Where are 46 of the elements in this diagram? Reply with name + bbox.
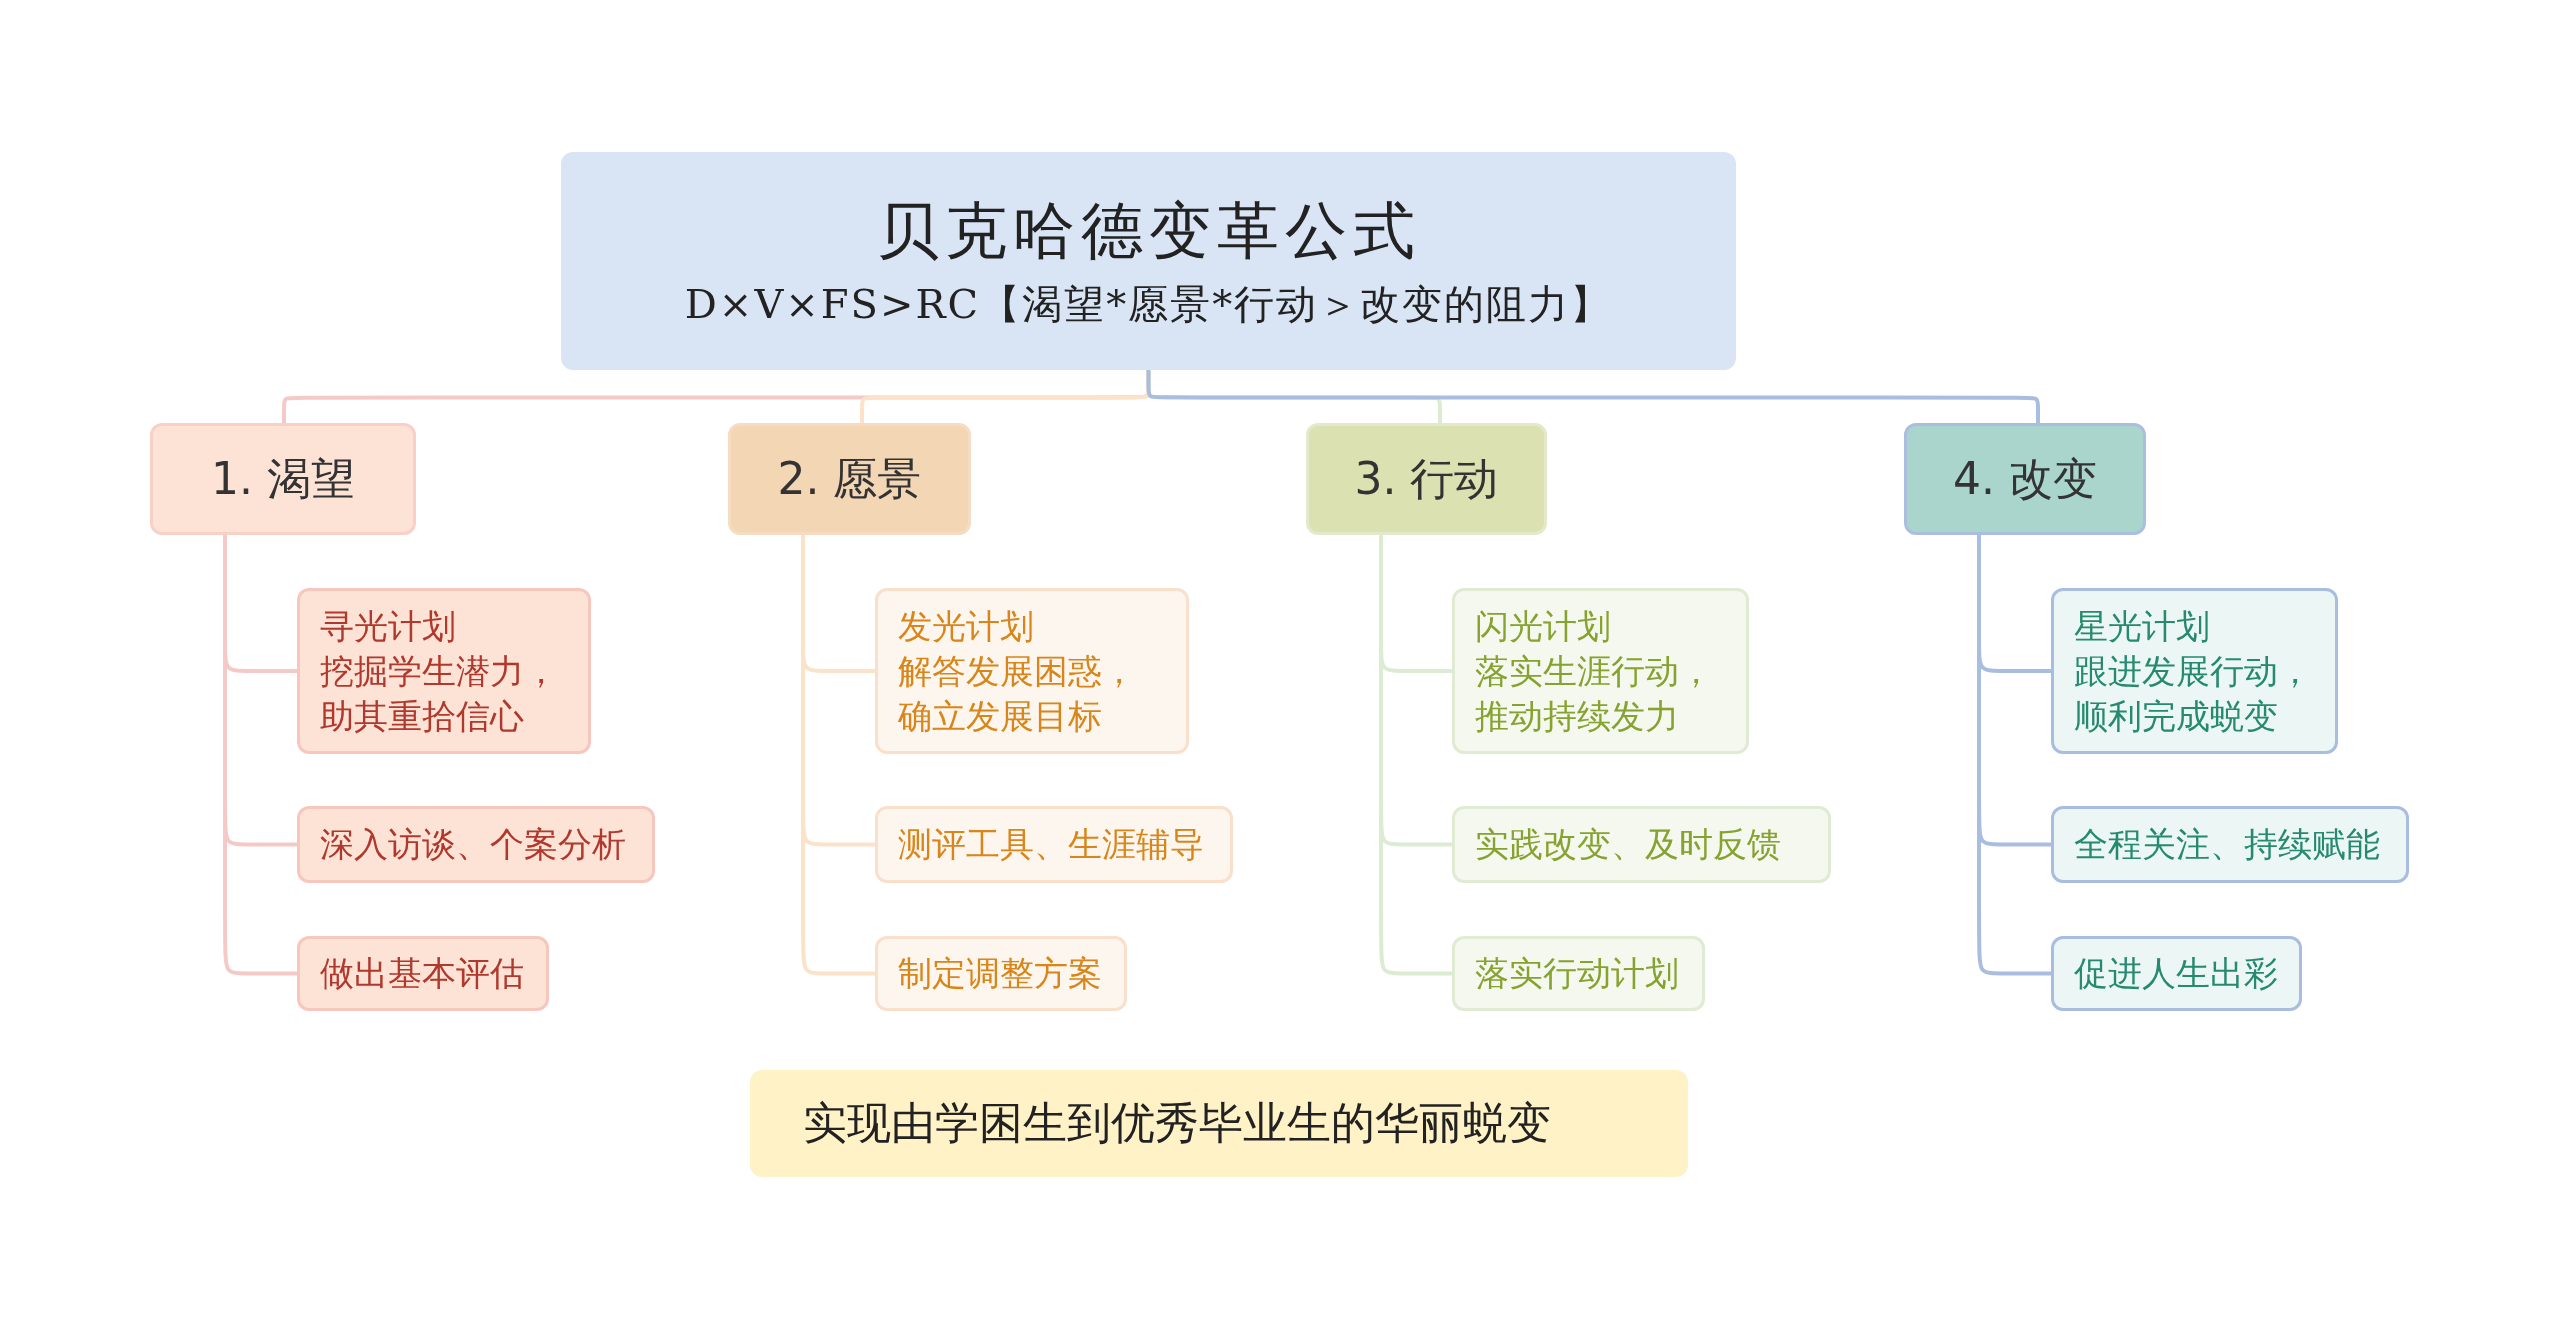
- title-box: [561, 152, 1736, 370]
- topic-text: 落实行动计划: [1475, 952, 1680, 995]
- topic-text: 深入访谈、个案分析: [320, 823, 627, 866]
- topic-box: [2051, 806, 2409, 883]
- topic-box: [1452, 936, 1705, 1011]
- topic-heading: 闪光计划: [1475, 604, 1612, 648]
- branch-box: [728, 423, 971, 535]
- branch-box: [150, 423, 416, 535]
- connector-line: [801, 535, 875, 976]
- connector-line: [1146, 370, 2040, 423]
- topic-text: 挖掘学生潜力，助其重拾信心: [320, 649, 559, 738]
- topic-box: [297, 588, 591, 754]
- formula-text: D×V×FS>RC【渴望*愿景*行动＞改变的阻力】: [684, 280, 1613, 329]
- topic-text: 制定调整方案: [898, 952, 1103, 995]
- branch-label: 2. 愿景: [777, 451, 922, 506]
- branch-box: [1306, 423, 1547, 535]
- connector-line: [1977, 535, 2051, 976]
- topic-text: 测评工具、生涯辅导: [898, 823, 1205, 866]
- topic-box: [875, 588, 1189, 754]
- topic-text: 解答发展困惑，确立发展目标: [898, 649, 1137, 738]
- topic-heading: 发光计划: [898, 604, 1035, 648]
- topic-heading: 寻光计划: [320, 604, 457, 648]
- topic-text: 落实生涯行动，推动持续发力: [1475, 649, 1714, 738]
- branch-label: 3. 行动: [1354, 451, 1499, 506]
- topic-box: [875, 936, 1127, 1011]
- branch-label: 4. 改变: [1953, 451, 2097, 506]
- topic-box: [875, 806, 1233, 883]
- topic-text: 全程关注、持续赋能: [2074, 823, 2381, 866]
- topic-box: [2051, 588, 2338, 754]
- connector-line: [1379, 535, 1452, 976]
- topic-text: 做出基本评估: [320, 952, 525, 995]
- topic-box: [297, 806, 655, 883]
- topic-text: 跟进发展行动，顺利完成蜕变: [2074, 649, 2313, 738]
- topic-box: [2051, 936, 2302, 1011]
- topic-box: [1452, 588, 1749, 754]
- topic-box: [1452, 806, 1831, 883]
- summary-text: 实现由学困生到优秀毕业生的华丽蜕变: [803, 1096, 1552, 1150]
- topic-text: 促进人生出彩: [2074, 952, 2279, 995]
- topic-heading: 星光计划: [2074, 604, 2211, 648]
- summary-box: [750, 1070, 1688, 1177]
- title-text: 贝克哈德变革公式: [876, 193, 1421, 269]
- branch-label: 1. 渴望: [211, 451, 355, 506]
- connector-line: [223, 535, 297, 976]
- branch-box: [1904, 423, 2146, 535]
- topic-box: [297, 936, 549, 1011]
- topic-text: 实践改变、及时反馈: [1475, 823, 1782, 866]
